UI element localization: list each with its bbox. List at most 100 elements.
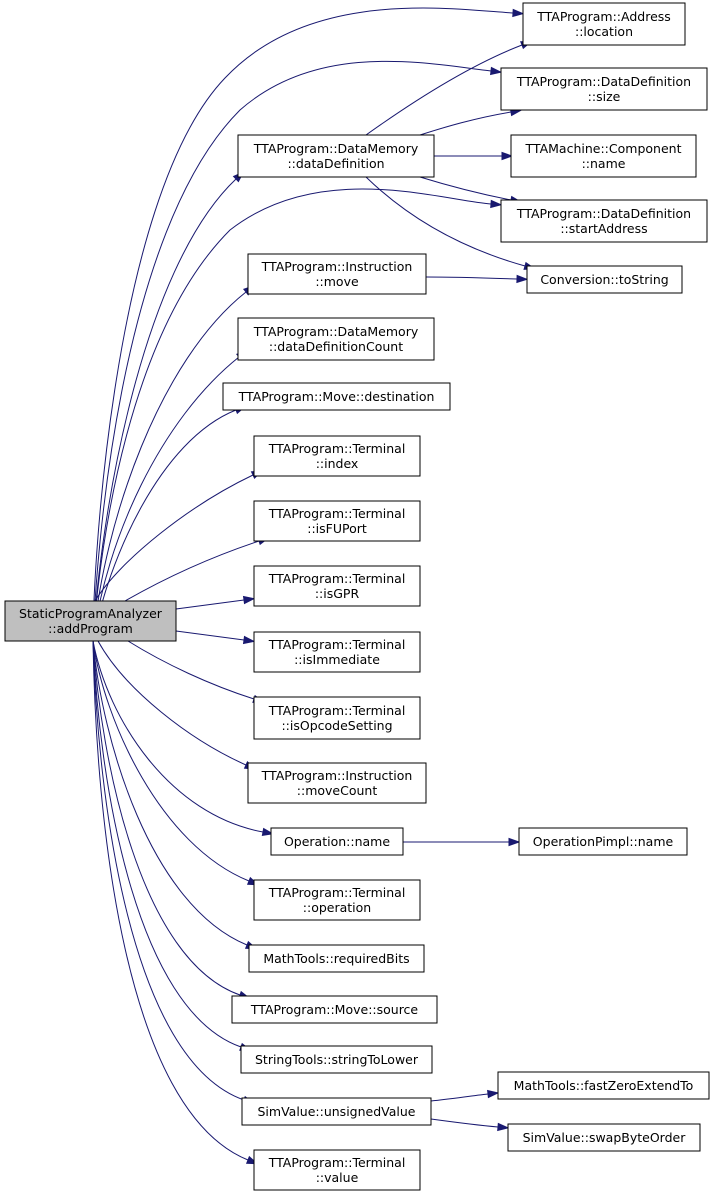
node-box [4,600,177,642]
node-dd_startAddress[interactable]: TTAProgram::DataDefinition::startAddress [500,199,708,243]
nodes-layer: StaticProgramAnalyzer::addProgramTTAProg… [4,2,710,1191]
arrowhead [490,66,503,76]
node-box [253,500,421,542]
arrowhead [242,635,256,645]
node-box [500,67,708,111]
edge-line [92,640,250,882]
node-mt_requiredBits[interactable]: MathTools::requiredBits [248,944,425,973]
edge-line [419,111,512,136]
edge-addProgram-to-term_isFUPort [124,537,270,602]
node-label-line: TTAProgram::Terminal [268,441,406,456]
node-comp_name[interactable]: TTAMachine::Component::name [510,134,697,178]
node-box [240,1045,433,1074]
node-box [248,944,425,973]
node-label-line: TTAProgram::DataMemory [253,141,419,156]
node-box [497,1071,710,1100]
edge-addProgram-to-term_isImmediate [175,630,256,645]
node-label-line: ::dataDefinition [287,156,384,171]
edge-line [124,540,260,602]
node-move_source[interactable]: TTAProgram::Move::source [231,995,438,1024]
node-box [500,199,708,243]
node-term_value[interactable]: TTAProgram::Terminal::value [253,1149,421,1191]
edge-line [97,640,247,766]
node-label-line: ::isOpcodeSetting [281,718,392,733]
edge-addProgram-to-dd_startAddress [92,188,503,642]
node-term_index[interactable]: TTAProgram::Terminal::index [253,435,421,477]
edge-line [365,44,523,136]
node-term_isOpcodeSetting[interactable]: TTAProgram::Terminal::isOpcodeSetting [253,696,421,740]
node-dm_dataDefinition[interactable]: TTAProgram::DataMemory::dataDefinition [237,134,435,178]
node-box [507,1123,701,1152]
edge-line [92,178,237,642]
node-term_isFUPort[interactable]: TTAProgram::Terminal::isFUPort [253,500,421,542]
node-label-line: ::index [316,456,359,471]
arrowhead [497,1122,510,1132]
edge-addProgram-to-dd_size [92,60,503,642]
arrowhead [501,151,514,161]
node-st_stringToLower[interactable]: StringTools::stringToLower [240,1045,433,1074]
node-label-line: StaticProgramAnalyzer [19,606,163,621]
node-opimpl_name[interactable]: OperationPimpl::name [518,827,688,856]
node-label-line: TTAProgram::Move::source [250,1002,419,1017]
node-instr_move[interactable]: TTAProgram::Instruction::move [247,253,427,295]
node-label-line: StringTools::stringToLower [255,1052,419,1067]
node-box [253,1149,421,1191]
node-mt_fastZeroExtendTo[interactable]: MathTools::fastZeroExtendTo [497,1071,710,1100]
node-label-line: Operation::name [284,834,390,849]
node-label-line: SimValue::unsignedValue [258,1104,416,1119]
node-label-line: TTAMachine::Component [525,141,682,156]
node-label-line: TTAProgram::Terminal [268,885,406,900]
node-label-line: TTAProgram::DataMemory [253,324,419,339]
node-sv_unsignedValue[interactable]: SimValue::unsignedValue [241,1097,432,1126]
node-label-line: ::startAddress [560,221,647,236]
node-box [237,134,435,178]
node-box [253,435,421,477]
edge-line [92,640,242,1048]
node-label-line: OperationPimpl::name [533,834,674,849]
edge-addProgram-to-term_isGPR [175,595,256,610]
node-instr_moveCount[interactable]: TTAProgram::Instruction::moveCount [247,762,427,804]
node-label-line: ::move [315,274,359,289]
edge-addProgram-to-instr_moveCount [97,640,257,770]
node-box [518,827,688,856]
node-label-line: TTAProgram::Address [536,9,671,24]
node-box [510,134,697,178]
node-box [270,827,404,856]
node-box [247,253,427,295]
node-box [253,631,421,673]
node-label-line: ::dataDefinitionCount [269,339,403,354]
edge-addProgram-to-addr_location [92,7,525,642]
node-box [253,565,421,607]
node-label-line: TTAProgram::Terminal [268,1155,406,1170]
node-addProgram: StaticProgramAnalyzer::addProgram [4,600,177,642]
edge-line [92,640,248,946]
node-box [526,265,683,294]
node-term_isGPR[interactable]: TTAProgram::Terminal::isGPR [253,565,421,607]
node-dm_ddCount[interactable]: TTAProgram::DataMemory::dataDefinitionCo… [237,317,435,361]
node-label-line: TTAProgram::Terminal [268,506,406,521]
edge-dm_dataDefinition-to-comp_name [433,151,514,161]
node-box [522,2,686,46]
edge-op_name-to-opimpl_name [402,837,521,847]
node-sv_swapByteOrder[interactable]: SimValue::swapByteOrder [507,1123,701,1152]
node-box [222,382,451,411]
node-op_name[interactable]: Operation::name [270,827,404,856]
node-dd_size[interactable]: TTAProgram::DataDefinition::size [500,67,708,111]
edge-line [127,640,255,700]
node-term_operation[interactable]: TTAProgram::Terminal::operation [253,879,421,921]
node-move_destination[interactable]: TTAProgram::Move::destination [222,382,451,411]
arrowhead [487,1089,500,1099]
node-label-line: TTAProgram::DataDefinition [516,206,691,221]
node-term_isImmediate[interactable]: TTAProgram::Terminal::isImmediate [253,631,421,673]
edge-line [92,60,492,642]
edge-addProgram-to-term_value [92,640,259,1165]
node-label-line: TTAProgram::Move::destination [238,389,435,404]
node-label-line: ::location [575,24,633,39]
node-label-line: ::operation [303,900,371,915]
node-label-line: MathTools::requiredBits [263,951,409,966]
node-addr_location[interactable]: TTAProgram::Address::location [522,2,686,46]
node-label-line: TTAProgram::Terminal [268,571,406,586]
node-conv_toString[interactable]: Conversion::toString [526,265,683,294]
node-box [253,879,421,921]
